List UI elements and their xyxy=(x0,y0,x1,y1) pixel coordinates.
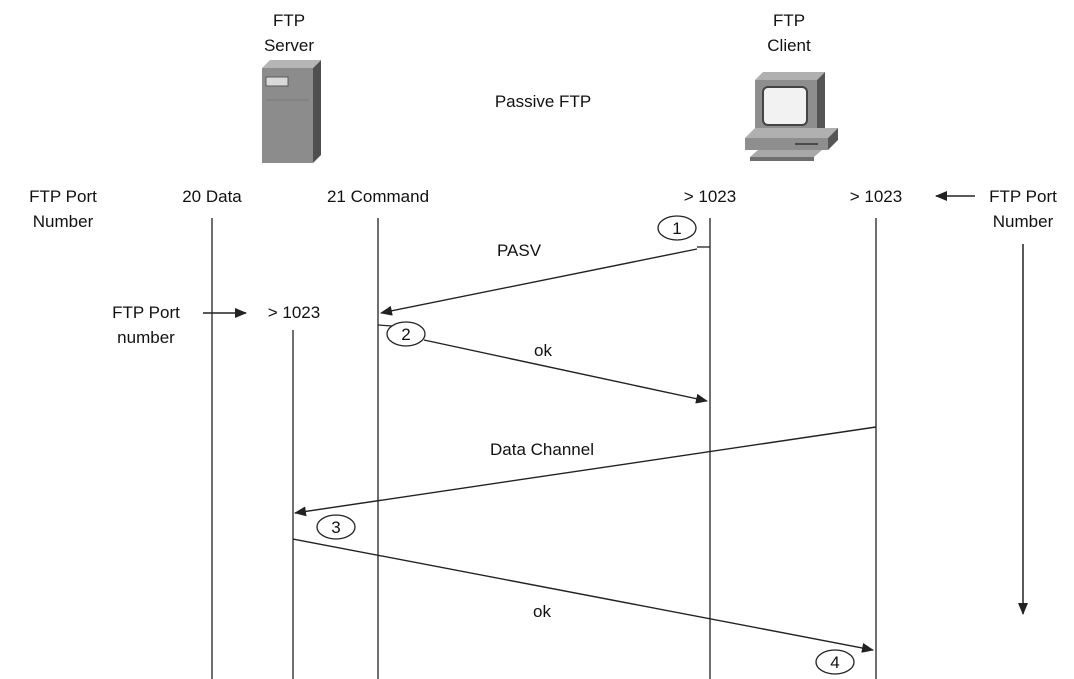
step-3-number: 3 xyxy=(331,518,340,537)
client-label-line1: FTP xyxy=(773,11,805,30)
message-4-label: ok xyxy=(533,602,551,621)
server-label-line2: Server xyxy=(264,36,314,55)
client-data-port: > 1023 xyxy=(850,187,902,206)
message-2-leader xyxy=(377,324,393,327)
left-port-label-line2: Number xyxy=(33,212,94,231)
message-2-label: ok xyxy=(534,341,552,360)
desktop-computer-icon xyxy=(745,72,838,161)
step-1-number: 1 xyxy=(672,219,681,238)
right-port-label-line2: Number xyxy=(993,212,1054,231)
message-1-arrow xyxy=(380,248,698,316)
server-passive-label-line1: FTP Port xyxy=(112,303,180,322)
message-4-arrow xyxy=(292,538,874,653)
server-command-port: 21 Command xyxy=(327,187,429,206)
step-2-badge xyxy=(386,321,426,347)
message-2-arrow xyxy=(423,339,708,404)
message-1-label: PASV xyxy=(497,241,542,260)
server-passive-label-line2: number xyxy=(117,328,175,347)
client-command-port: > 1023 xyxy=(684,187,736,206)
client-label-line2: Client xyxy=(767,36,811,55)
step-4-badge xyxy=(815,649,855,675)
step-2-number: 2 xyxy=(401,325,410,344)
data-channel-arrow xyxy=(294,426,877,517)
server-passive-port: > 1023 xyxy=(268,303,320,322)
step-1-badge xyxy=(657,215,697,241)
step-4-number: 4 xyxy=(830,653,839,672)
server-data-port: 20 Data xyxy=(182,187,242,206)
server-tower-icon xyxy=(262,60,321,163)
data-channel-label: Data Channel xyxy=(490,440,594,459)
right-port-label-line1: FTP Port xyxy=(989,187,1057,206)
diagram-title: Passive FTP xyxy=(495,92,591,111)
server-label-line1: FTP xyxy=(273,11,305,30)
left-port-label-line1: FTP Port xyxy=(29,187,97,206)
step-3-badge xyxy=(316,514,356,540)
